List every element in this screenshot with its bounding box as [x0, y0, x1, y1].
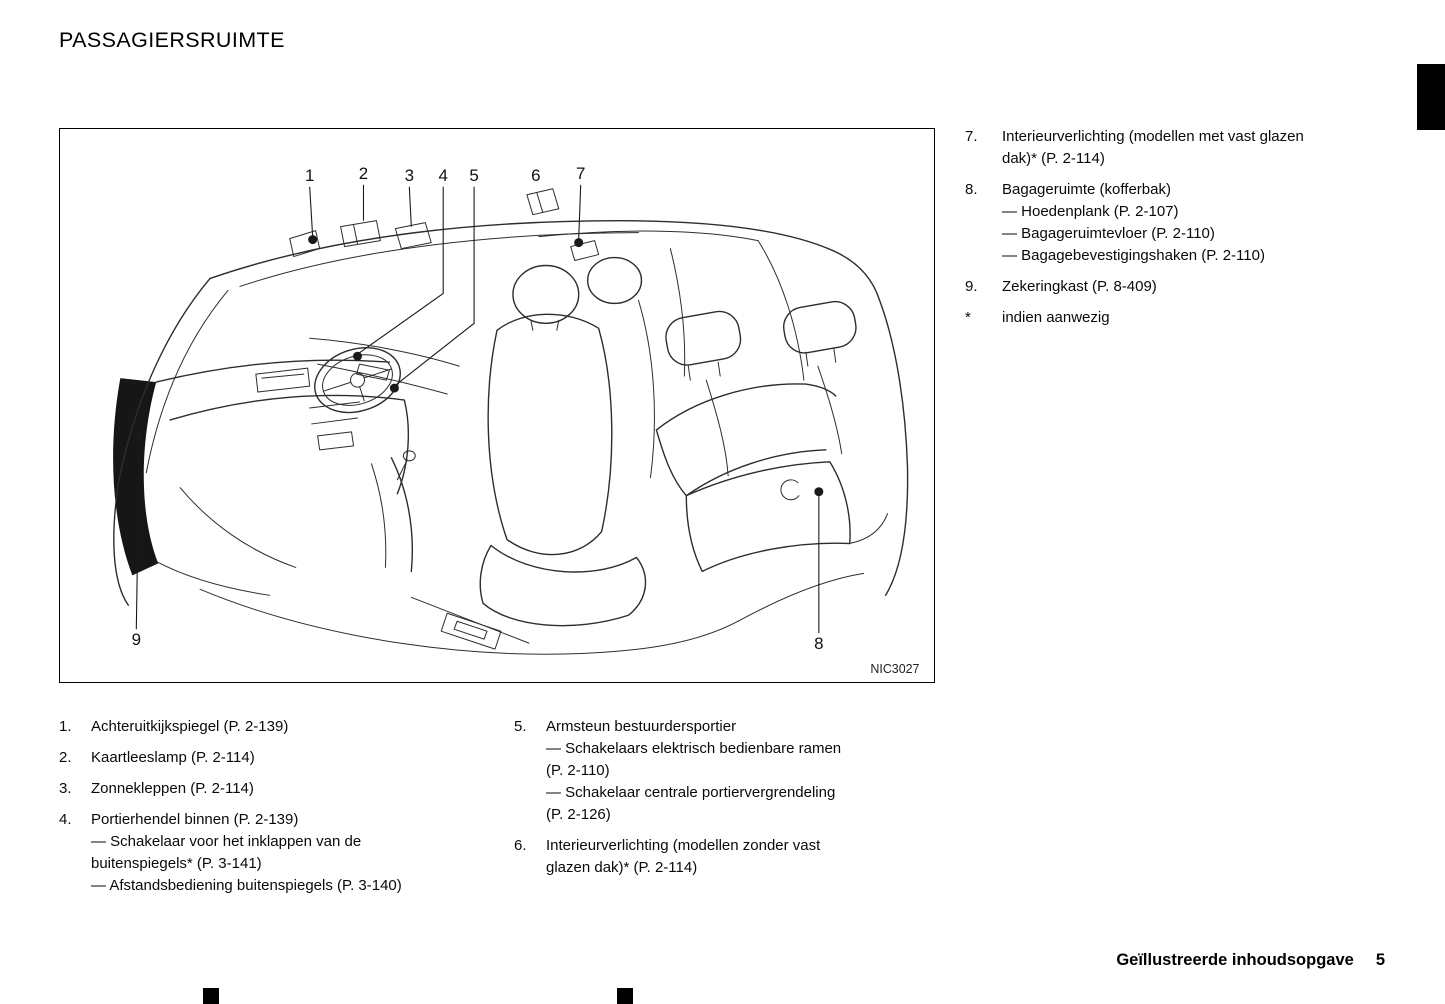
legend-footnote: * indien aanwezig: [965, 307, 1390, 329]
callout-3: 3: [405, 166, 414, 185]
legend-item-text: Achteruitkijkspiegel (P. 2-139): [91, 718, 289, 735]
page-number: 5: [1375, 951, 1385, 969]
legend-item-text: Kaartleeslamp (P. 2-114): [91, 749, 255, 766]
callout-1: 1: [305, 166, 314, 185]
legend-item-number: 3.: [59, 780, 72, 797]
callout-6: 6: [531, 166, 540, 185]
callout-9: 9: [132, 630, 141, 649]
legend-item-3: 3. Zonnekleppen (P. 2-114): [59, 778, 509, 800]
legend-item-number: 6.: [514, 837, 527, 854]
print-mark: [617, 988, 633, 1004]
callout-7: 7: [576, 164, 585, 183]
legend-item-number: 1.: [59, 718, 72, 735]
legend-item-1: 1. Achteruitkijkspiegel (P. 2-139): [59, 716, 509, 738]
legend-item-number: 7.: [965, 128, 978, 145]
legend-item-text: Interieurverlichting (modellen met vast …: [1002, 128, 1304, 167]
footer-section-title: Geïllustreerde inhoudsopgave: [1116, 951, 1354, 969]
callout-5: 5: [469, 166, 478, 185]
legend-item-7: 7. Interieurverlichting (modellen met va…: [965, 126, 1390, 170]
legend-middle-column: 5. Armsteun bestuurdersportier — Schakel…: [514, 716, 919, 888]
interior-light-icon: [526, 188, 560, 216]
car-interior-illustration: 1 2 3 4 5 6 7 8 9 NIC3027: [113, 164, 920, 676]
legend-item-4: 4. Portierhendel binnen (P. 2-139) — Sch…: [59, 809, 509, 897]
legend-item-9: 9. Zekeringkast (P. 8-409): [965, 276, 1390, 298]
sun-visor-icon: [394, 222, 432, 250]
page-title: PASSAGIERSRUIMTE: [59, 28, 285, 52]
legend-item-number: 9.: [965, 278, 978, 295]
legend-item-text: Portierhendel binnen (P. 2-139) — Schake…: [91, 811, 402, 894]
legend-left-column: 1. Achteruitkijkspiegel (P. 2-139) 2. Ka…: [59, 716, 509, 906]
callout-2: 2: [359, 164, 368, 183]
legend-item-number: 5.: [514, 718, 527, 735]
windshield-shade: [113, 378, 159, 576]
map-lamp-icon: [340, 220, 381, 248]
legend-item-2: 2. Kaartleeslamp (P. 2-114): [59, 747, 509, 769]
legend-item-number: 4.: [59, 811, 72, 828]
rearview-mirror-icon: [289, 230, 321, 258]
legend-item-text: Bagageruimte (kofferbak) — Hoedenplank (…: [1002, 181, 1265, 264]
figure-box: 1 2 3 4 5 6 7 8 9 NIC3027: [59, 128, 935, 683]
legend-right-column: 7. Interieurverlichting (modellen met va…: [965, 126, 1390, 338]
roof-light-icon: [570, 240, 600, 262]
callout-8: 8: [814, 634, 823, 653]
legend-item-5: 5. Armsteun bestuurdersportier — Schakel…: [514, 716, 919, 826]
legend-item-text: Zonnekleppen (P. 2-114): [91, 780, 254, 797]
legend-item-number: 2.: [59, 749, 72, 766]
legend-item-6: 6. Interieurverlichting (modellen zonder…: [514, 835, 919, 879]
callout-4: 4: [438, 166, 447, 185]
section-tab-marker: [1417, 64, 1445, 130]
print-mark: [203, 988, 219, 1004]
page-footer: Geïllustreerde inhoudsopgave 5: [1116, 951, 1385, 970]
legend-item-number: *: [965, 309, 971, 326]
legend-item-text: indien aanwezig: [1002, 309, 1110, 326]
legend-item-text: Interieurverlichting (modellen zonder va…: [546, 837, 821, 876]
legend-item-text: Zekeringkast (P. 8-409): [1002, 278, 1157, 295]
figure-code: NIC3027: [870, 662, 919, 676]
legend-item-8: 8. Bagageruimte (kofferbak) — Hoedenplan…: [965, 179, 1390, 267]
legend-item-number: 8.: [965, 181, 978, 198]
legend-item-text: Armsteun bestuurdersportier — Schakelaar…: [546, 718, 842, 823]
